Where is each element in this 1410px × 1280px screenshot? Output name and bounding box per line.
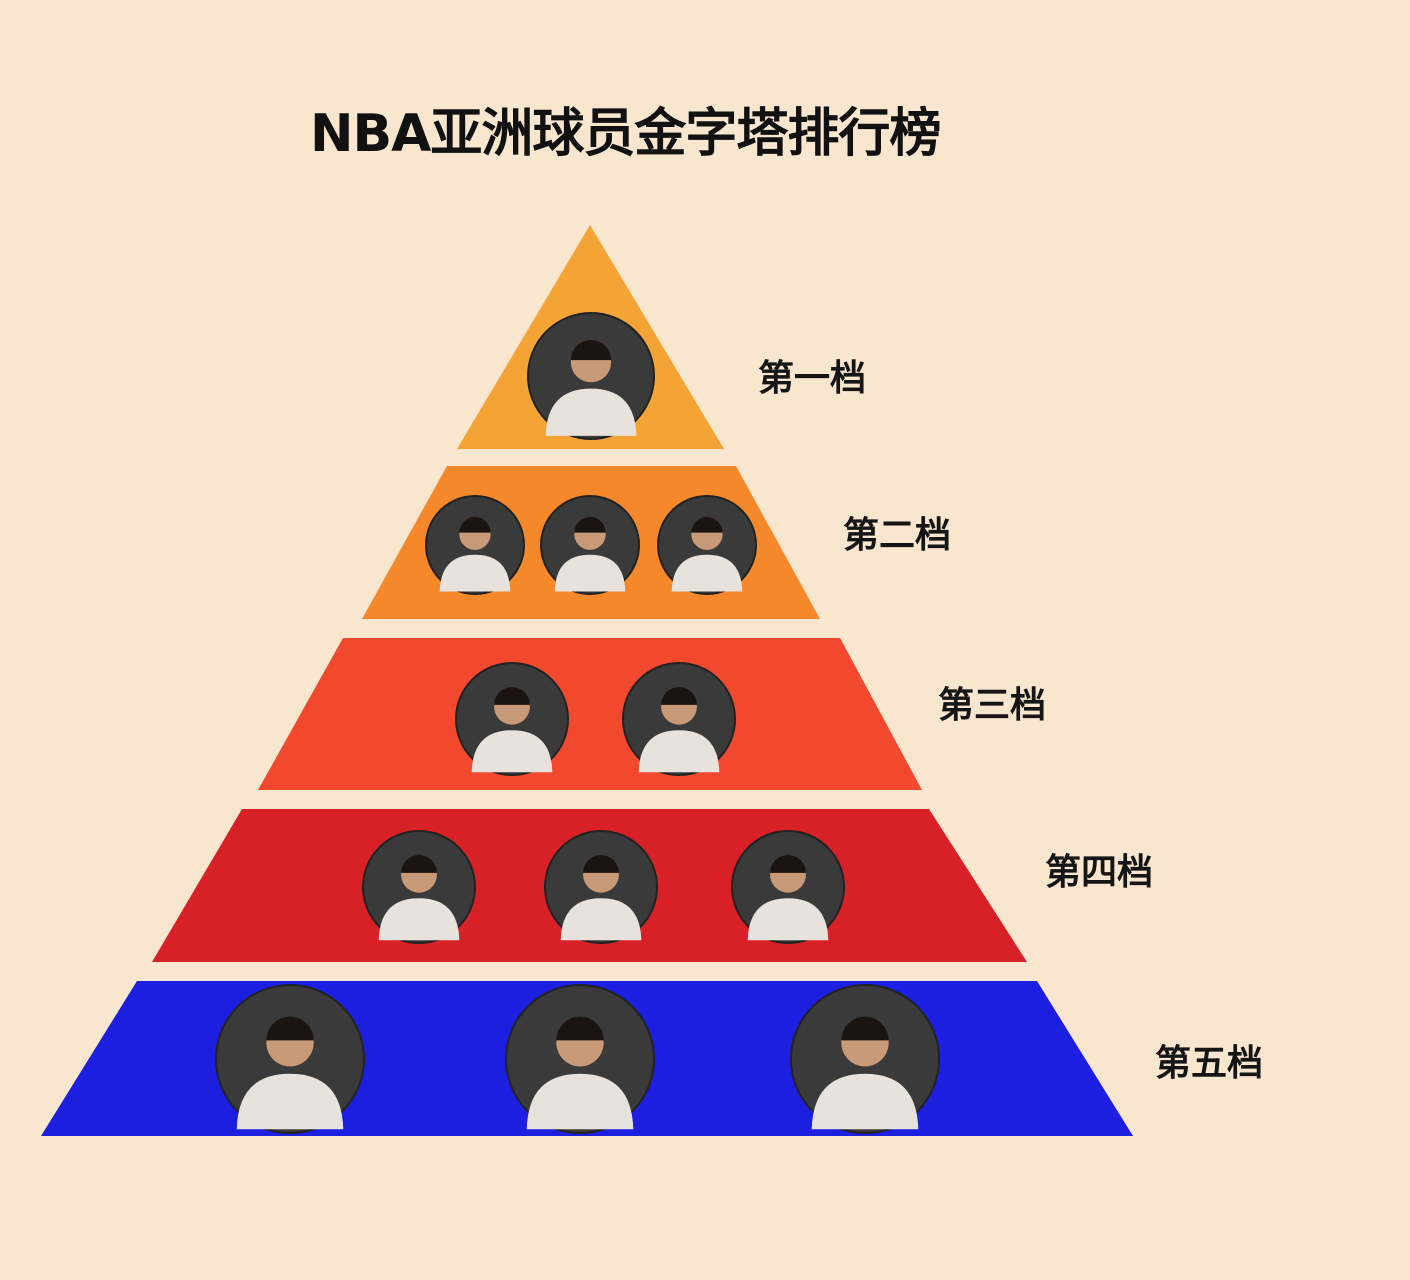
player-jersey-icon: [471, 730, 553, 773]
player-jersey-icon: [671, 554, 743, 592]
tier-3-player-photo: [622, 662, 736, 776]
player-jersey-icon: [554, 554, 626, 592]
player-jersey-icon: [378, 898, 460, 941]
tier-5-player-photo: [215, 984, 365, 1134]
tier-1-player-photo: [527, 312, 655, 440]
tier-3-player-photo: [455, 662, 569, 776]
tier-4-player-photo: [544, 830, 658, 944]
tier-2-player-photo: [425, 495, 525, 595]
player-jersey-icon: [638, 730, 720, 773]
player-jersey-icon: [811, 1073, 919, 1130]
tier-5-player-photo: [505, 984, 655, 1134]
player-jersey-icon: [439, 554, 511, 592]
tier-3-label: 第三档: [938, 685, 1046, 726]
tier-2-player-photo: [540, 495, 640, 595]
player-jersey-icon: [560, 898, 642, 941]
player-photos: [215, 312, 940, 1134]
tier-1-label: 第一档: [758, 358, 866, 399]
tier-4-player-photo: [362, 830, 476, 944]
tier-5-player-photo: [790, 984, 940, 1134]
page-title: NBA亚洲球员金字塔排行榜: [310, 104, 941, 164]
tier-2-player-photo: [657, 495, 757, 595]
tier-5-label: 第五档: [1155, 1043, 1263, 1084]
player-jersey-icon: [545, 388, 637, 436]
player-jersey-icon: [236, 1073, 344, 1130]
tier-3-band: [258, 638, 922, 790]
tier-4-label: 第四档: [1045, 852, 1153, 893]
player-jersey-icon: [526, 1073, 634, 1130]
tier-4-player-photo: [731, 830, 845, 944]
tier-2-label: 第二档: [843, 515, 951, 556]
player-jersey-icon: [747, 898, 829, 941]
